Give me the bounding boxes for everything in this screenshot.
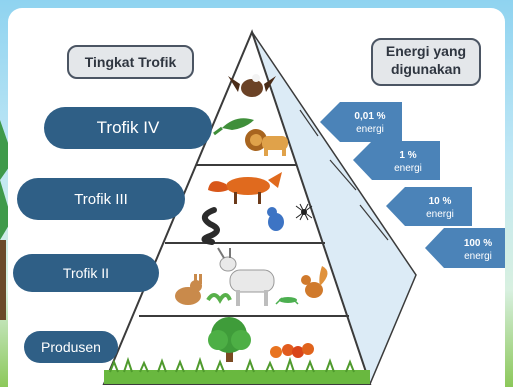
grass-icon bbox=[104, 356, 370, 384]
energy-arrow-1: 0,01 % energi bbox=[320, 102, 402, 142]
energy-value: 100 % bbox=[464, 238, 492, 249]
side-division bbox=[359, 204, 389, 241]
lizard-icon bbox=[213, 118, 254, 136]
energy-used-header: Energi yang digunakan bbox=[371, 38, 481, 86]
tree-icon bbox=[208, 317, 251, 362]
grasshopper-icon bbox=[275, 297, 299, 305]
energy-header-line2: digunakan bbox=[390, 61, 461, 77]
level-pill-trofik-iv: Trofik IV bbox=[44, 107, 212, 149]
energy-unit: energi bbox=[394, 163, 422, 174]
energy-arrow-2: 1 % energi bbox=[353, 141, 440, 180]
level-pill-trofik-ii: Trofik II bbox=[13, 254, 159, 292]
side-division bbox=[299, 109, 319, 137]
level-pill-produsen: Produsen bbox=[24, 331, 118, 363]
energy-unit: energi bbox=[356, 124, 384, 135]
energy-arrow-3: 10 % energi bbox=[386, 187, 472, 226]
rabbit-icon bbox=[175, 274, 202, 305]
caterpillar-icon bbox=[206, 293, 232, 304]
energy-value: 10 % bbox=[429, 196, 452, 207]
spider-icon bbox=[295, 203, 313, 221]
level-pill-trofik-iii: Trofik III bbox=[17, 178, 185, 220]
fox-icon bbox=[208, 172, 282, 204]
fruits-icon bbox=[270, 343, 314, 358]
energy-header-line1: Energi yang bbox=[385, 43, 467, 59]
energy-unit: energi bbox=[426, 209, 454, 220]
goat-icon bbox=[217, 247, 275, 306]
energy-value: 0,01 % bbox=[354, 111, 385, 122]
bird-icon bbox=[267, 207, 284, 231]
trophic-level-header: Tingkat Trofik bbox=[67, 45, 194, 79]
snake-icon bbox=[201, 207, 220, 245]
squirrel-icon bbox=[301, 266, 328, 298]
lion-icon bbox=[245, 129, 288, 156]
side-division bbox=[329, 159, 357, 191]
energy-arrow-4: 100 % energi bbox=[425, 228, 505, 268]
energy-value: 1 % bbox=[399, 150, 416, 161]
energy-unit: energi bbox=[464, 251, 492, 262]
eagle-icon bbox=[228, 74, 276, 97]
